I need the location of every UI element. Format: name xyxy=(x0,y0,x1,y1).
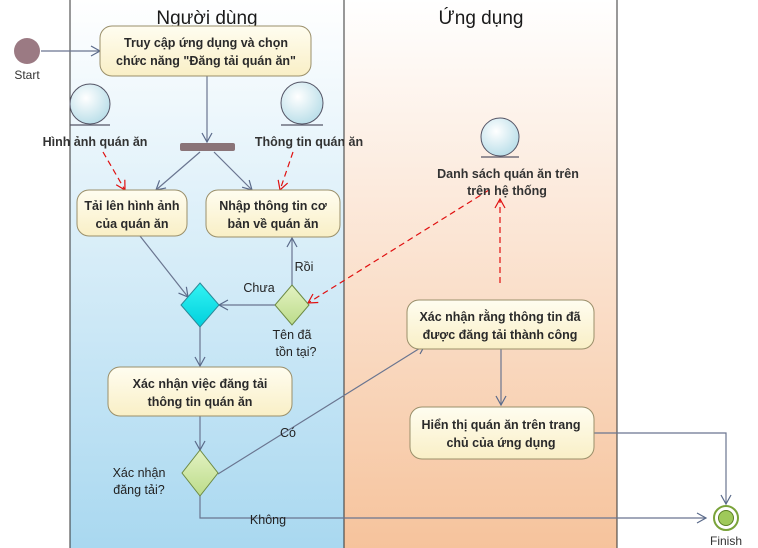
finish-node: Finish xyxy=(710,505,742,548)
guard-labels: Chưa Rồi Có Không xyxy=(243,260,313,527)
start-label: Start xyxy=(14,68,40,82)
objflow-info-to-enter xyxy=(277,151,294,192)
control-flows xyxy=(41,45,732,524)
decision-exists-line2: tồn tại? xyxy=(275,345,316,359)
action-confirm-post: Xác nhận việc đăng tải thông tin quán ăn xyxy=(107,366,293,417)
finish-label: Finish xyxy=(710,534,742,548)
action-display-line1: Hiển thị quán ăn trên trang xyxy=(421,418,580,432)
decision-exists-line1: Tên đã xyxy=(273,328,312,342)
action-upload-line1: Tải lên hình ảnh xyxy=(84,199,179,213)
action-access-line2: chức năng "Đăng tải quán ăn" xyxy=(116,54,296,68)
flow-fork-to-info xyxy=(213,151,253,191)
action-confirm-post-line1: Xác nhận việc đăng tải xyxy=(133,377,268,391)
action-access: Truy cập ứng dụng và chọn chức năng "Đăn… xyxy=(99,25,312,77)
action-access-line1: Truy cập ứng dụng và chọn xyxy=(124,36,288,50)
swimlane-app: Ứng dụng xyxy=(344,0,617,548)
objflow-image-to-upload xyxy=(102,151,126,192)
action-confirm-success: Xác nhận rằng thông tin đã được đăng tải… xyxy=(406,299,595,350)
action-enter-info: Nhập thông tin cơ bản về quán ăn xyxy=(205,189,341,238)
flow-display-to-finish xyxy=(594,432,732,506)
merge-node xyxy=(180,282,220,328)
flow-fork-to-upload xyxy=(155,151,201,191)
object-list-label-2: trên hệ thống xyxy=(467,184,547,198)
action-upload: Tải lên hình ảnh của quán ăn xyxy=(76,189,188,237)
flow-decision-yes xyxy=(217,344,427,475)
object-info: Thông tin quán ăn xyxy=(255,81,363,149)
decision-confirm: Xác nhận đăng tải? xyxy=(113,449,219,497)
object-info-label: Thông tin quán ăn xyxy=(255,135,363,149)
start-circle xyxy=(14,38,40,64)
flow-decision-no xyxy=(199,496,708,524)
lane-title-user: Người dùng xyxy=(156,8,257,29)
object-list: Danh sách quán ăn trên trên hệ thống xyxy=(437,117,579,198)
fork-bar xyxy=(180,143,235,151)
object-image-label: Hình ảnh quán ăn xyxy=(43,135,148,149)
action-display-line2: chủ của ứng dụng xyxy=(446,436,555,450)
guard-not-yet: Chưa xyxy=(243,281,274,295)
action-enter-info-line1: Nhập thông tin cơ xyxy=(219,199,327,213)
action-upload-line2: của quán ăn xyxy=(96,217,169,231)
action-confirm-success-line1: Xác nhận rằng thông tin đã xyxy=(419,309,580,324)
guard-already: Rồi xyxy=(295,260,314,274)
guard-yes: Có xyxy=(280,426,296,440)
action-enter-info-line2: bản về quán ăn xyxy=(228,217,319,231)
start-node: Start xyxy=(14,38,40,82)
action-display: Hiển thị quán ăn trên trang chủ của ứng … xyxy=(409,406,595,460)
action-confirm-success-line2: được đăng tải thành công xyxy=(423,328,578,342)
object-flows xyxy=(102,151,506,304)
object-list-label-1: Danh sách quán ăn trên xyxy=(437,167,579,181)
objflow-list-to-exists xyxy=(306,189,490,304)
lane-borders xyxy=(69,0,618,548)
object-image: Hình ảnh quán ăn xyxy=(43,83,148,149)
decision-confirm-line2: đăng tải? xyxy=(113,483,164,497)
decision-confirm-line1: Xác nhận xyxy=(113,466,166,480)
guard-no: Không xyxy=(250,513,286,527)
decision-exists: Tên đã tồn tại? xyxy=(273,284,317,359)
flow-upload-to-merge xyxy=(139,235,189,298)
lane-title-app: Ứng dụng xyxy=(439,7,524,29)
action-confirm-post-line2: thông tin quán ăn xyxy=(148,395,253,409)
